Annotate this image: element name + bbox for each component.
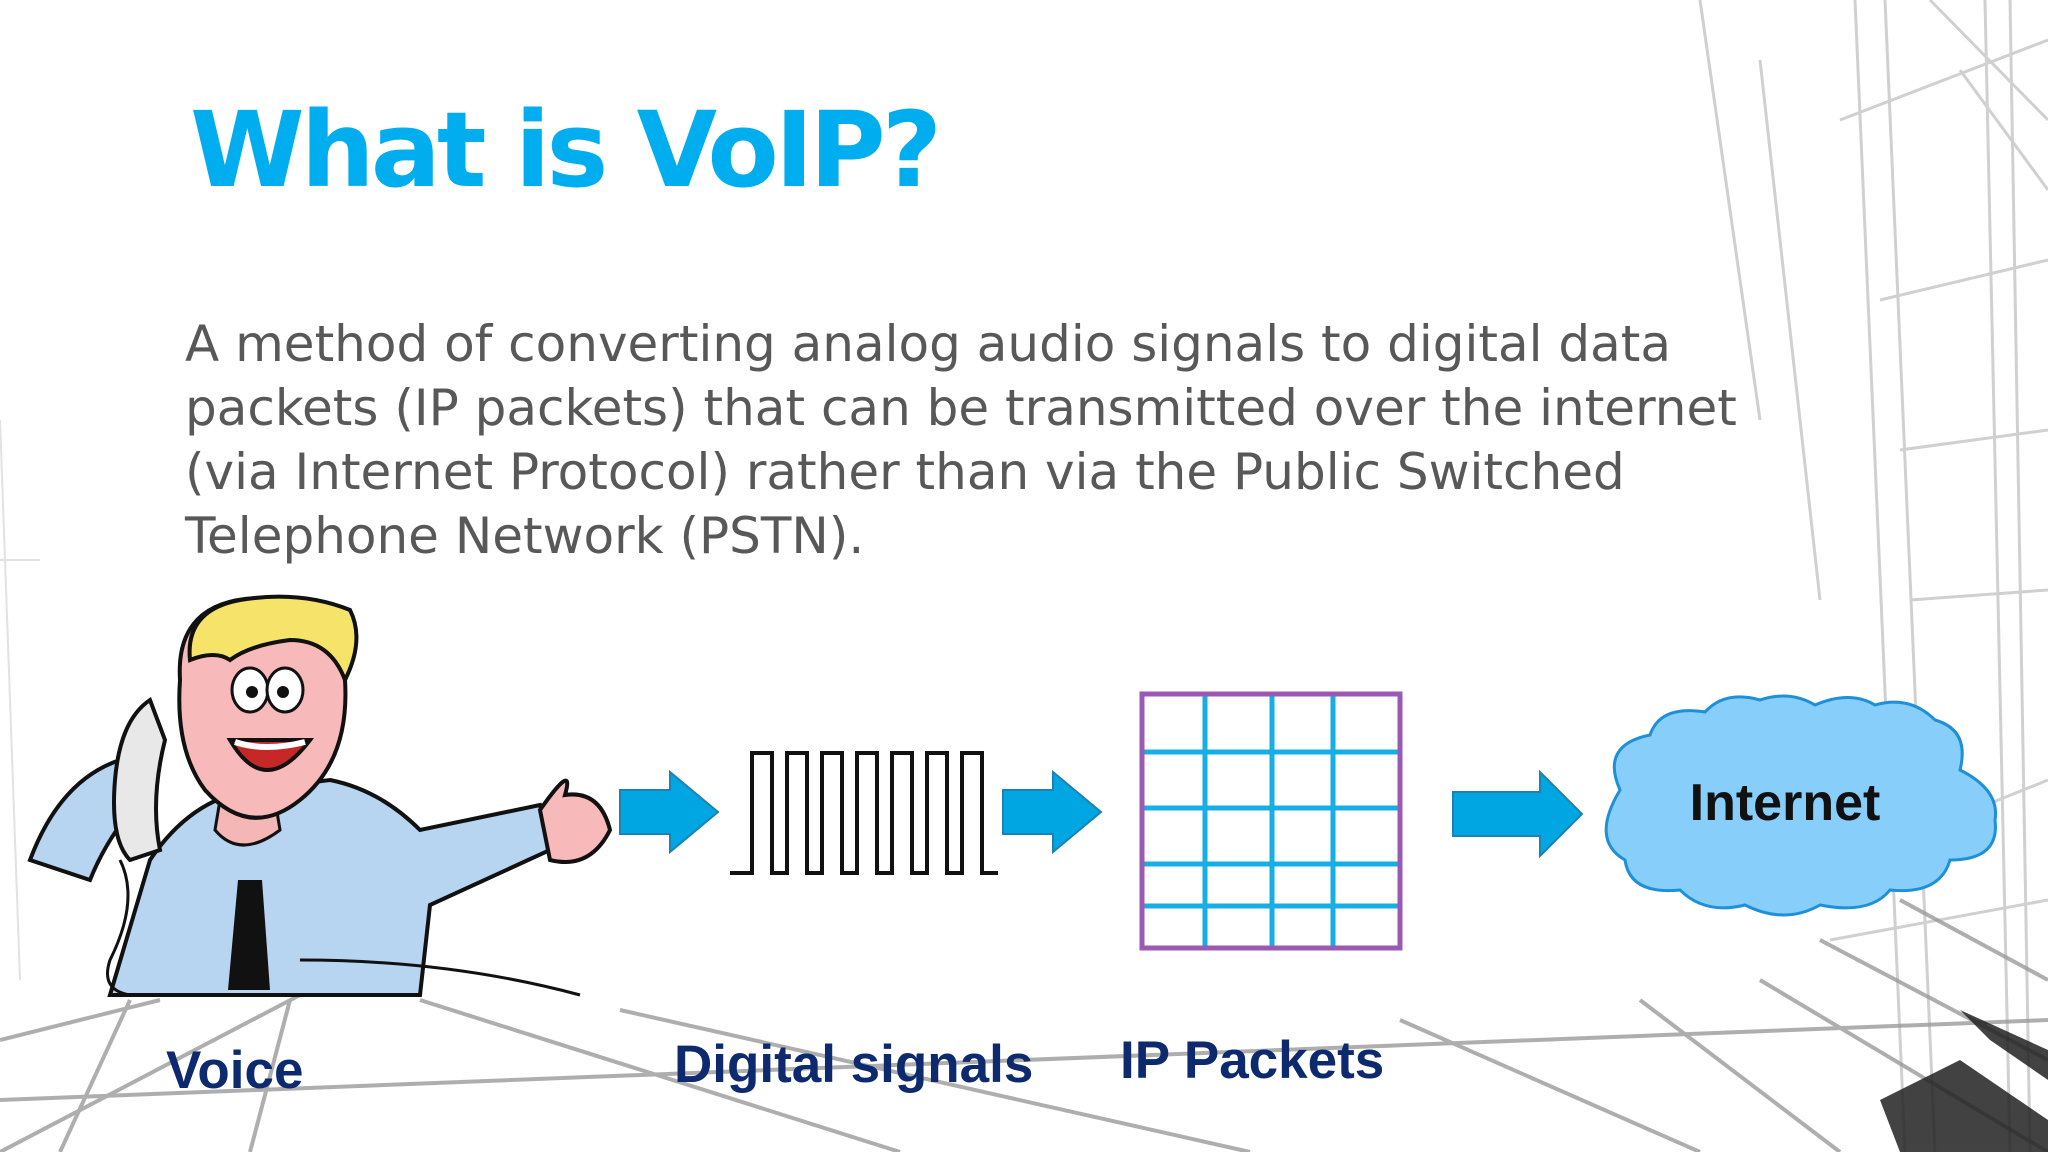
arrow-right-icon <box>1452 769 1584 859</box>
internet-cloud-icon: Internet <box>1604 694 1998 917</box>
slide-body-text: A method of converting analog audio sign… <box>185 315 1737 565</box>
ip-packets-label: IP Packets <box>1120 1031 1385 1090</box>
digital-signals-label: Digital signals <box>674 1035 1034 1094</box>
slide-title: What is VoIP? <box>190 89 942 211</box>
arrow-right-icon <box>1002 769 1103 855</box>
arrow-right-icon <box>619 769 720 855</box>
cloud-label: Internet <box>1690 774 1881 832</box>
voice-label: Voice <box>166 1041 304 1100</box>
digital-wave-icon <box>730 751 998 875</box>
man-on-phone-illustration <box>25 594 613 997</box>
packet-grid <box>1139 691 1403 951</box>
